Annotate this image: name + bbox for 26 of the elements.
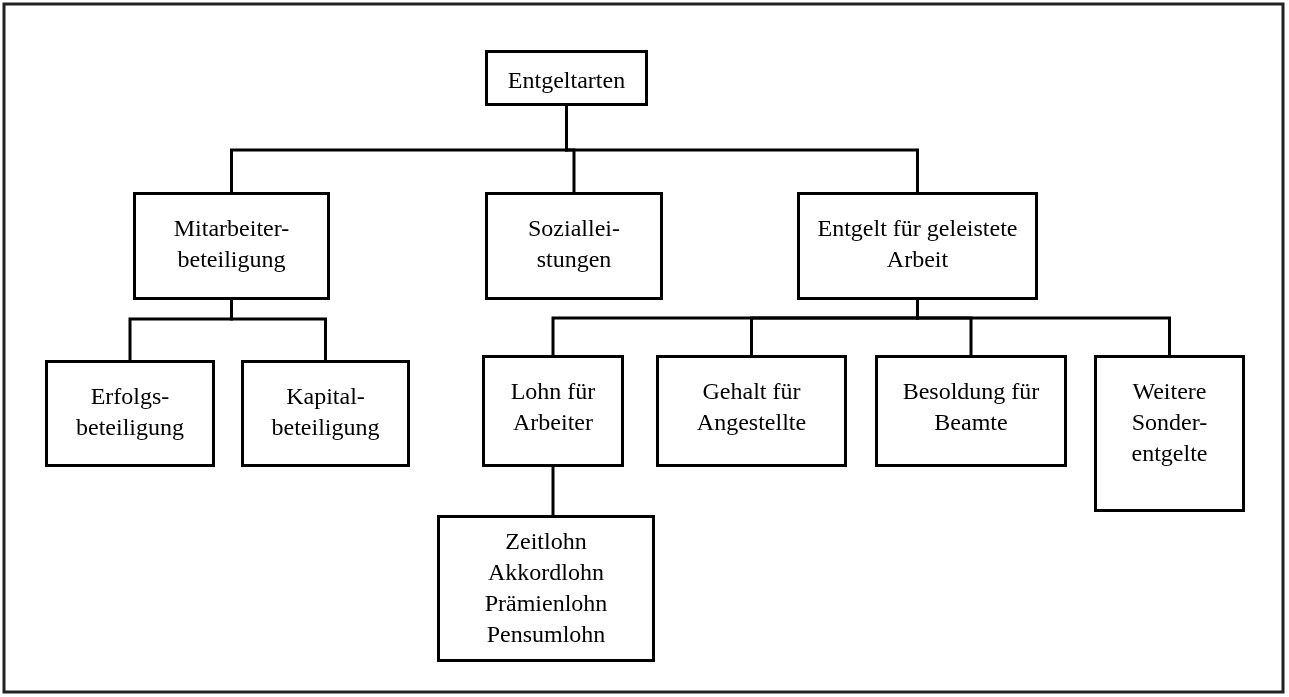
- category-box: [45, 360, 215, 467]
- category-box: [656, 355, 847, 467]
- category-box: [241, 360, 410, 467]
- category-box: [482, 355, 624, 467]
- box-label: Entgelt für geleistete Arbeit: [816, 214, 1019, 274]
- box-label: Mitarbeiter- beteiligung: [172, 214, 291, 274]
- box-label: Lohn für Arbeiter: [509, 377, 597, 437]
- category-box: [133, 192, 330, 300]
- box-label: Soziallei- stungen: [527, 214, 621, 274]
- category-box: [485, 192, 663, 300]
- connector-line: [551, 467, 555, 515]
- connector-line: [565, 106, 919, 192]
- box-label: Gehalt für Angestellte: [695, 377, 808, 437]
- connector-line: [916, 300, 1171, 355]
- box-label: Kapital- beteiligung: [270, 382, 381, 442]
- category-box: [875, 355, 1067, 467]
- box-label: Besoldung für Beamte: [901, 377, 1041, 437]
- connector-line: [230, 300, 327, 360]
- box-label: Zeitlohn Akkordlohn Prämienlohn Pensumlohn: [483, 527, 609, 649]
- category-box: [1094, 355, 1245, 512]
- box-label: Entgeltarten: [507, 66, 626, 95]
- box-label: Erfolgs- beteiligung: [75, 382, 185, 442]
- category-box: [485, 50, 648, 106]
- category-box: [797, 192, 1038, 300]
- category-box: [437, 515, 655, 662]
- box-label: Weitere Sonder- entgelte: [1130, 377, 1209, 468]
